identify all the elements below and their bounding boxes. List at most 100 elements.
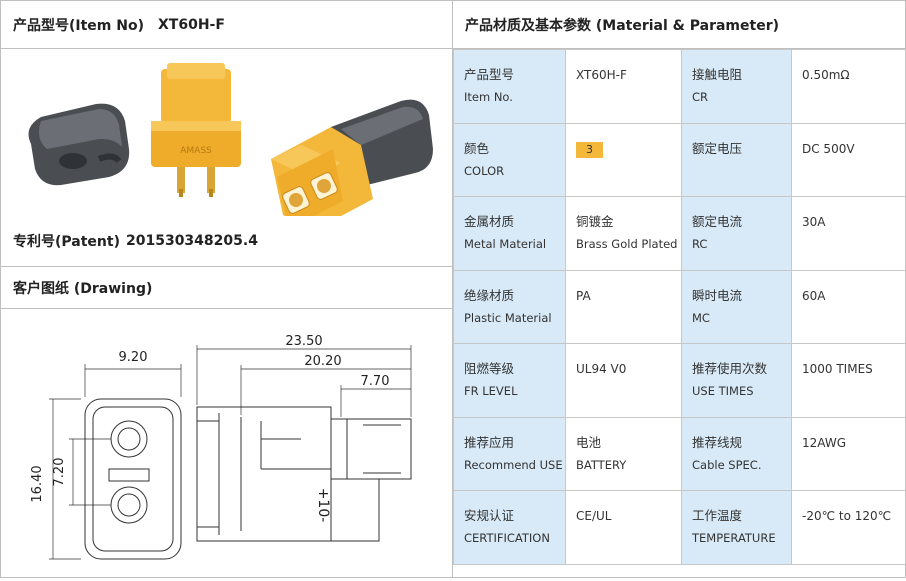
- param-label: 接触电阻 CR: [681, 49, 792, 124]
- label-en: Item No.: [464, 90, 513, 104]
- param-label: 额定电压: [681, 122, 792, 197]
- front-view: 9.20 16.40 7.20: [30, 350, 182, 560]
- color-swatch: 3: [576, 141, 603, 158]
- param-value: 60A: [791, 269, 906, 344]
- table-row: 推荐应用 Recommend USE 电池 BATTERY 推荐线规 Cable SP…: [453, 416, 906, 491]
- value-cn: 电池: [576, 434, 602, 450]
- value-text: Brass Gold Plated: [576, 237, 678, 251]
- cable-cap-image: [28, 103, 130, 186]
- label-cn: 接触电阻: [692, 67, 743, 82]
- label-cn: 额定电流: [692, 214, 743, 229]
- label-cn: 阻燃等级: [464, 361, 515, 376]
- side-view: +10- 23.50 20.20 7.70: [196, 334, 412, 542]
- patent-value: 201530348205.4: [125, 233, 258, 249]
- label-en: Cable SPEC.: [692, 457, 762, 472]
- value-cn: 铜镀金: [576, 214, 614, 229]
- dim-total-length: 23.50: [285, 334, 322, 349]
- drawing-label: 客户图纸 (Drawing): [13, 280, 153, 297]
- technical-drawing: 9.20 16.40 7.20: [1, 309, 452, 577]
- dim-pin-pitch: 7.20: [52, 458, 67, 487]
- dim-width-front: 9.20: [119, 350, 148, 365]
- table-row: 阻燃等级 FR LEVEL UL94 V0 推荐使用次数 USE TIMES 100…: [453, 343, 906, 418]
- value-text: 12AWG: [802, 435, 846, 450]
- label-en: USE TIMES: [692, 384, 754, 398]
- table-row: 产品型号 Item No. XT60H-F 接触电阻 CR 0.50mΩ: [453, 49, 906, 124]
- item-header: 产品型号(Item No) XT60H-F: [1, 1, 452, 49]
- label-cn: 推荐应用: [464, 434, 515, 450]
- param-label: 额定电流 RC: [681, 196, 792, 271]
- parameter-header: 产品材质及基本参数 (Material & Parameter): [453, 1, 905, 49]
- table-row: 绝缘材质 Plastic Material PA 瞬时电流 MC 60A: [453, 269, 906, 344]
- label-cn: 绝缘材质: [464, 287, 515, 303]
- label-cn: 安规认证: [464, 508, 515, 523]
- drawing-header: 客户图纸 (Drawing): [1, 267, 452, 309]
- param-value: 3: [565, 122, 682, 197]
- param-value: CE/UL: [565, 490, 682, 565]
- value-text: CE/UL: [576, 509, 612, 523]
- label-en: MC: [692, 310, 710, 325]
- side-marking: +10-: [315, 488, 331, 523]
- param-value: 0.50mΩ: [791, 49, 906, 124]
- param-label: 产品型号 Item No.: [453, 49, 566, 124]
- connector-side-image: [271, 99, 433, 231]
- param-value: 30A: [791, 196, 906, 271]
- param-value: 1000 TIMES: [791, 343, 906, 418]
- param-value: PA: [565, 269, 682, 344]
- value-text: DC 500V: [802, 141, 855, 156]
- right-panel: 产品材质及基本参数 (Material & Parameter) 产品型号 Ite…: [453, 1, 906, 577]
- param-label: 推荐线规 Cable SPEC.: [681, 416, 792, 491]
- label-cn: 颜色: [464, 140, 490, 156]
- value-text: 60A: [802, 288, 826, 303]
- value-text: BATTERY: [576, 457, 627, 472]
- label-en: CERTIFICATION: [464, 531, 550, 545]
- param-label: 推荐使用次数 USE TIMES: [681, 343, 792, 418]
- label-cn: 金属材质: [464, 214, 515, 229]
- label-en: RC: [692, 237, 708, 251]
- dim-height-front: 16.40: [30, 465, 45, 502]
- param-label: 瞬时电流 MC: [681, 269, 792, 344]
- value-text: 30A: [802, 215, 826, 229]
- param-label: 工作温度 TEMPERATURE: [681, 490, 792, 565]
- label-cn: 额定电压: [692, 140, 743, 156]
- label-en: Recommend USE: [464, 457, 563, 472]
- param-value: -20℃ to 120℃: [791, 490, 906, 565]
- housing-marking: AMASS: [180, 146, 212, 156]
- param-value: UL94 V0: [565, 343, 682, 418]
- label-cn: 瞬时电流: [692, 287, 743, 303]
- param-value: 铜镀金 Brass Gold Plated: [565, 196, 682, 271]
- value-text: PA: [576, 288, 591, 303]
- connector-front-image: AMASS: [151, 63, 241, 197]
- patent-label: 专利号(Patent): [13, 234, 120, 250]
- label-cn: 推荐线规: [692, 434, 743, 450]
- value-text: -20℃ to 120℃: [802, 509, 892, 523]
- param-value: 12AWG: [791, 416, 906, 491]
- label-en: FR LEVEL: [464, 384, 518, 398]
- label-cn: 工作温度: [692, 508, 743, 523]
- item-value: XT60H-F: [158, 16, 225, 33]
- value-text: 1000 TIMES: [802, 362, 873, 376]
- param-value: 电池 BATTERY: [565, 416, 682, 491]
- label-en: CR: [692, 90, 709, 104]
- param-label: 颜色 COLOR: [453, 122, 566, 197]
- param-label: 阻燃等级 FR LEVEL: [453, 343, 566, 418]
- label-en: Plastic Material: [464, 310, 552, 325]
- label-cn: 产品型号: [464, 67, 515, 82]
- dim-cap-length: 7.70: [361, 374, 390, 389]
- value-text: XT60H-F: [576, 68, 627, 82]
- table-row: 颜色 COLOR 3 额定电压 DC 500V: [453, 122, 906, 197]
- param-label: 安规认证 CERTIFICATION: [453, 490, 566, 565]
- dim-body-length: 20.20: [304, 354, 341, 369]
- param-label: 绝缘材质 Plastic Material: [453, 269, 566, 344]
- label-cn: 推荐使用次数: [692, 361, 768, 376]
- param-value: DC 500V: [791, 122, 906, 197]
- label-en: COLOR: [464, 163, 505, 178]
- param-label: 推荐应用 Recommend USE: [453, 416, 566, 491]
- patent-header: 专利号(Patent) 201530348205.4: [1, 216, 452, 267]
- label-en: Metal Material: [464, 237, 547, 251]
- label-en: TEMPERATURE: [692, 531, 776, 545]
- parameter-table: 产品型号 Item No. XT60H-F 接触电阻 CR 0.50mΩ 颜色 COL…: [453, 49, 906, 565]
- item-label: 产品型号(Item No): [13, 17, 144, 34]
